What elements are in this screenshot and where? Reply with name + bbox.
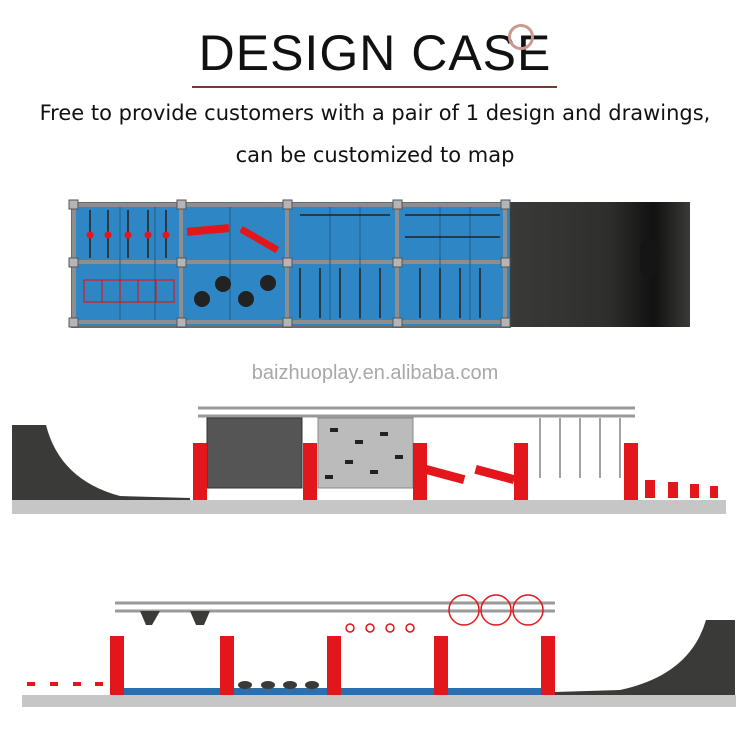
plan-corner-joints [68, 199, 511, 328]
elevation-b [22, 594, 736, 707]
plan-stepping-stones [194, 275, 276, 307]
subtitle-line-2: can be customized to map [235, 143, 515, 167]
subtitle-line-1: Free to provide customers with a pair of… [39, 101, 711, 125]
title-underline [192, 86, 557, 88]
elevation-b-rings [345, 623, 415, 633]
plan-ramp [510, 202, 690, 327]
plan-red-beams [186, 224, 280, 254]
elevation-a-posts [193, 443, 638, 500]
elevation-b-steps [27, 682, 103, 686]
watermark: baizhuoplay.en.alibaba.com [251, 362, 499, 384]
elevation-a-ropes [539, 418, 621, 478]
elevation-b-posts [110, 636, 555, 695]
plan-red-rings [86, 231, 170, 239]
elevation-b-truss [115, 601, 555, 613]
plan-hanging-bars [89, 210, 500, 318]
ring-icon [508, 24, 534, 50]
elevation-a-beams [424, 464, 718, 498]
elevation-b-wheels [448, 594, 544, 626]
elevation-a-truss [198, 406, 635, 418]
elevation-b-hangers [140, 611, 210, 625]
elevation-a [12, 406, 726, 514]
elevation-b-mushrooms [238, 681, 319, 689]
elevation-a-holds [325, 428, 403, 479]
page-title: DESIGN CASE [198, 25, 552, 81]
plan-cargo-grid [83, 279, 175, 303]
